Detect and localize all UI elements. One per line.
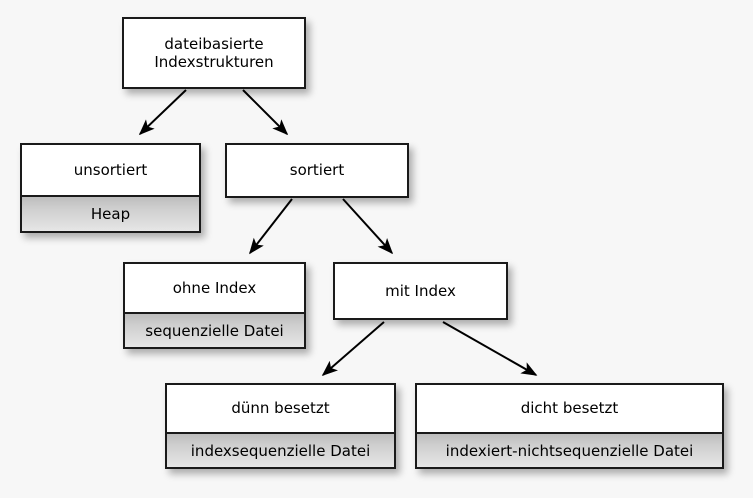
node-dicht-besetzt[interactable]: dicht besetzt indexiert-nichtsequenziell… (415, 383, 724, 469)
edge-root-to-unsortiert (138, 89, 187, 136)
node-ohne-index-sublabel: sequenzielle Datei (125, 314, 304, 347)
node-unsortiert-label: unsortiert (22, 145, 199, 197)
edge-sortiert-to-mit-index (342, 198, 394, 255)
edge-mit-index-to-dicht-besetzt (442, 321, 538, 376)
edge-sortiert-to-ohne-index (249, 198, 293, 255)
node-mit-index-label: mit Index (335, 264, 506, 318)
node-root[interactable]: dateibasierte Indexstrukturen (122, 17, 306, 89)
node-sortiert-label: sortiert (227, 145, 407, 196)
edge-root-to-sortiert (242, 89, 289, 136)
node-sortiert[interactable]: sortiert (225, 143, 409, 198)
node-duenn-besetzt-label: dünn besetzt (167, 385, 394, 434)
node-dicht-besetzt-sublabel: indexiert-nichtsequenzielle Datei (417, 434, 722, 467)
edge-mit-index-to-duenn-besetzt (321, 321, 385, 377)
node-ohne-index[interactable]: ohne Index sequenzielle Datei (123, 262, 306, 349)
node-unsortiert[interactable]: unsortiert Heap (20, 143, 201, 233)
node-ohne-index-label: ohne Index (125, 264, 304, 314)
node-root-label: dateibasierte Indexstrukturen (124, 19, 304, 87)
node-mit-index[interactable]: mit Index (333, 262, 508, 320)
node-unsortiert-sublabel: Heap (22, 197, 199, 231)
node-dicht-besetzt-label: dicht besetzt (417, 385, 722, 434)
node-duenn-besetzt[interactable]: dünn besetzt indexsequenzielle Datei (165, 383, 396, 469)
node-duenn-besetzt-sublabel: indexsequenzielle Datei (167, 434, 394, 467)
